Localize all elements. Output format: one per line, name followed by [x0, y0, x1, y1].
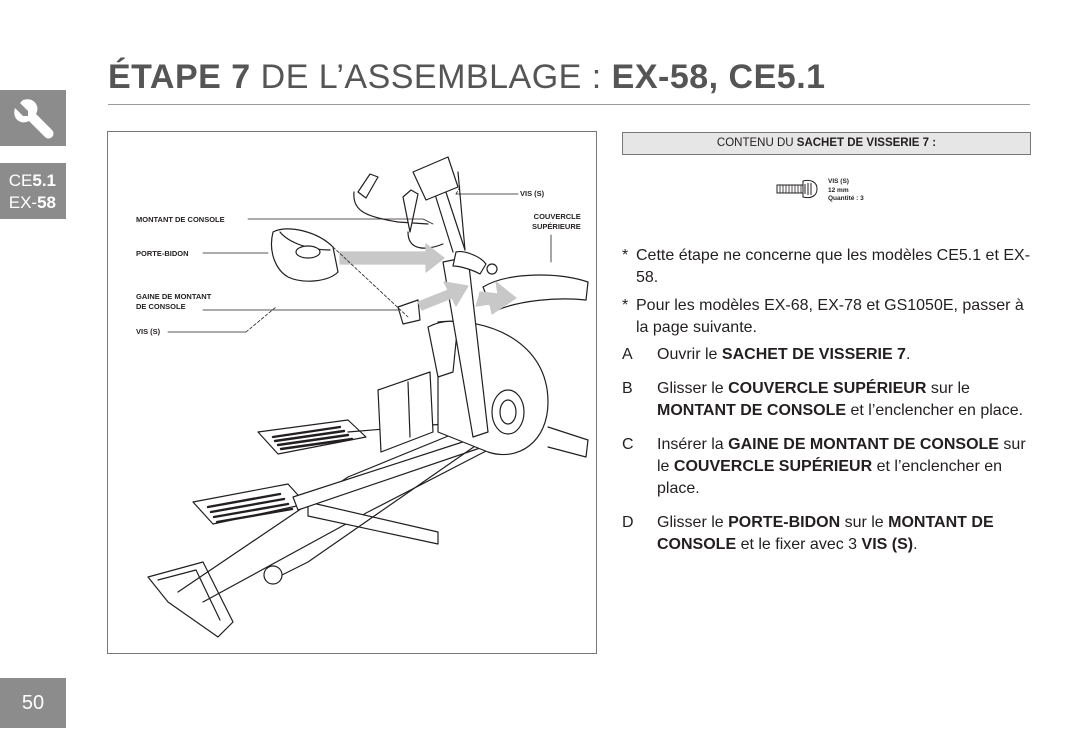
screw-info: VIS (S) 12 mm Quantité : 3	[828, 178, 864, 204]
title-middle: DE L’ASSEMBLAGE :	[250, 58, 612, 96]
parts-header: CONTENU DU SACHET DE VISSERIE 7 :	[622, 132, 1031, 155]
callout-montant: MONTANT DE CONSOLE	[136, 215, 225, 224]
step-b: B Glisser le COUVERCLE SUPÉRIEUR sur le …	[622, 380, 1024, 419]
callout-gaine: GAINE DE MONTANT DE CONSOLE	[136, 292, 212, 311]
screw-size: 12 mm	[828, 186, 849, 194]
model-ex: EX-58	[8, 193, 56, 212]
callout-couvercle: COUVERCLE SUPÉRIEURE	[532, 212, 581, 231]
assembly-figure: VIS (S) MONTANT DE CONSOLE COUVERCLE SUP…	[107, 131, 597, 654]
note-item: *Pour les modèles EX-68, EX-78 et GS1050…	[622, 297, 1024, 336]
screw-qty: Quantité : 3	[828, 195, 864, 202]
elliptical-drawing	[147, 156, 589, 638]
wrench-icon	[14, 99, 54, 139]
callout-vis-top: VIS (S)	[520, 189, 545, 198]
screw-icon	[776, 179, 818, 199]
page-number: 50	[0, 678, 66, 728]
step-d: D Glisser le PORTE-BIDON sur le MONTANT …	[622, 514, 994, 553]
title-models: EX-58, CE5.1	[611, 58, 826, 96]
step-a: A Ouvrir le SACHET DE VISSERIE 7.	[622, 346, 911, 363]
screw-name: VIS (S)	[828, 178, 849, 185]
title-divider	[108, 104, 1030, 105]
wrench-tab	[0, 90, 66, 146]
callout-vis-bottom: VIS (S)	[136, 327, 161, 336]
model-ce: CE5.1	[8, 171, 56, 190]
steps: A Ouvrir le SACHET DE VISSERIE 7. B Glis…	[622, 344, 1032, 568]
note-item: *Cette étape ne concerne que les modèles…	[622, 247, 1031, 286]
step-c: C Insérer la GAINE DE MONTANT DE CONSOLE…	[622, 436, 1026, 497]
title-step: ÉTAPE 7	[108, 58, 251, 96]
page-title: ÉTAPE 7 DE L’ASSEMBLAGE : EX-58, CE5.1	[108, 58, 826, 97]
notes: *Cette étape ne concerne que les modèles…	[622, 245, 1032, 345]
callout-porte-bidon: PORTE-BIDON	[136, 249, 189, 258]
model-tab: CE5.1 EX-58	[0, 163, 66, 219]
